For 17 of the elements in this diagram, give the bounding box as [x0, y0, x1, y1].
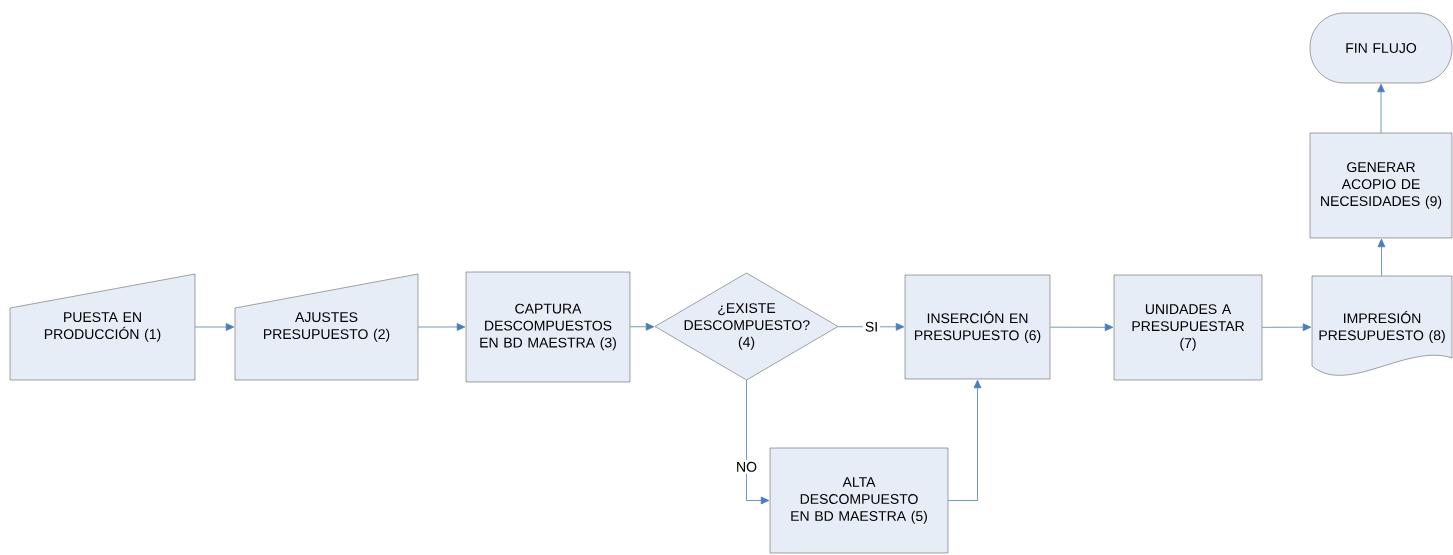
arrow: [1377, 83, 1385, 134]
arrow: [1377, 238, 1386, 277]
arrow: [746, 379, 770, 505]
edge-label: NO: [734, 459, 759, 474]
arrow: [1261, 323, 1312, 332]
arrow: [194, 323, 235, 331]
process-box: GENERAR ACOPIO DE NECESIDADES (9): [1309, 132, 1453, 239]
arrow: [417, 323, 466, 331]
process-box: ALTA DESCOMPUESTO EN BD MAESTRA (5): [769, 447, 949, 554]
arrow: [837, 322, 905, 331]
process-box: CAPTURA DESCOMPUESTOS EN BD MAESTRA (3): [465, 271, 631, 383]
arrow: [629, 322, 655, 331]
edge-label: SI: [862, 319, 881, 334]
process-box: INSERCIÓN EN PRESUPUESTO (6): [904, 274, 1051, 380]
arrow: [1049, 323, 1114, 332]
process-box: UNIDADES A PRESUPUESTAR (7): [1113, 274, 1263, 381]
arrow: [947, 379, 982, 501]
